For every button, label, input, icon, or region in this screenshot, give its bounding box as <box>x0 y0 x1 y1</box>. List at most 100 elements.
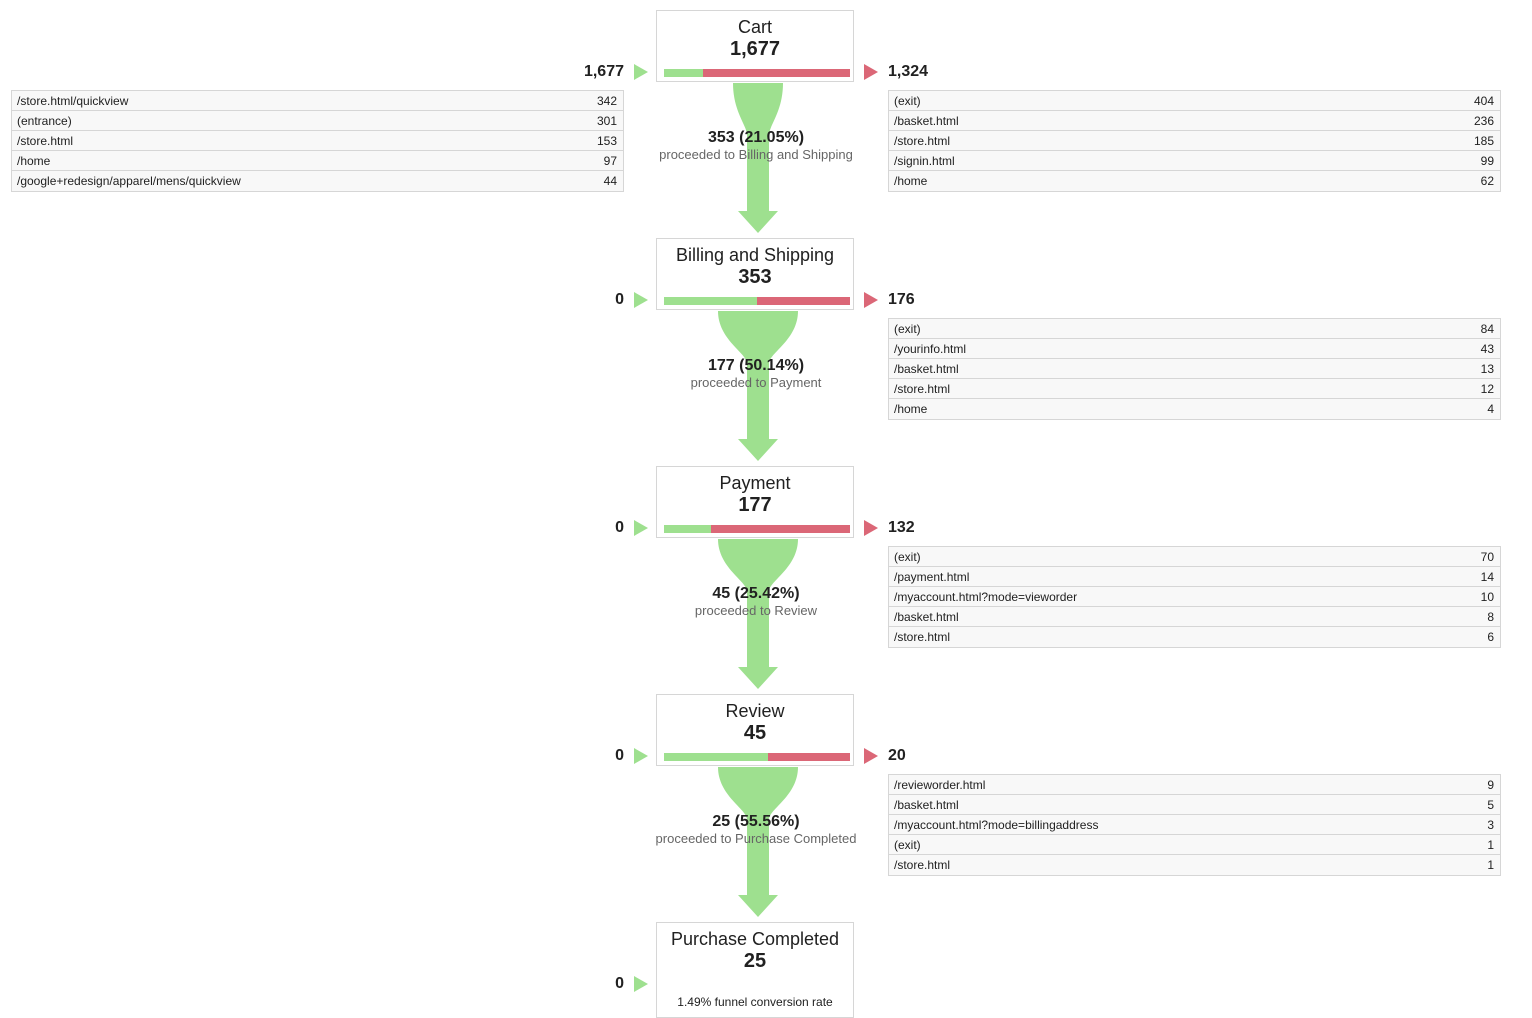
page-path: /home <box>17 153 51 168</box>
page-path: /store.html <box>894 630 951 644</box>
funnel-arrow-shape <box>733 83 783 233</box>
page-count: 3 <box>1487 817 1494 832</box>
page-path: /signin.html <box>894 153 955 168</box>
page-count: 1 <box>1487 858 1494 872</box>
table-row[interactable]: /myaccount.html?mode=billingaddress 3 <box>889 815 1500 835</box>
page-path: (entrance) <box>17 113 72 128</box>
funnel-arrow-svg <box>718 539 798 689</box>
exits-count: 1,324 <box>888 63 929 80</box>
table-row[interactable]: (exit)404 <box>889 91 1500 111</box>
funnel-arrow <box>718 539 798 689</box>
page-path: /myaccount.html?mode=vieworder <box>894 589 1078 604</box>
page-path: /myaccount.html?mode=billingaddress <box>894 817 1099 832</box>
funnel-arrow-shape <box>718 311 798 461</box>
page-count: 13 <box>1480 361 1494 376</box>
stage-name: Cart <box>737 17 772 37</box>
stage-name: Payment <box>719 473 791 493</box>
entrance-arrow-icon <box>634 292 648 308</box>
stage-progress-fill <box>664 525 711 533</box>
page-count: 185 <box>1473 133 1494 148</box>
funnel-conversion-rate: 1.49% funnel conversion rate <box>677 995 833 1009</box>
exits-count: 20 <box>888 747 906 764</box>
proceeded-summary: 177 (50.14%)proceeded to Payment <box>606 357 906 391</box>
entrance-arrow-icon <box>634 520 648 536</box>
funnel-arrow-svg <box>718 767 798 917</box>
page-count: 6 <box>1487 630 1494 644</box>
table-row[interactable]: (exit) 84 <box>889 319 1500 339</box>
stage-progress-bar <box>664 297 850 305</box>
page-count: 236 <box>1473 113 1494 128</box>
table-row[interactable]: /myaccount.html?mode=vieworder 10 <box>889 587 1500 607</box>
page-path: /home <box>894 174 928 188</box>
stage-name: Purchase Completed <box>670 929 840 949</box>
page-count: 99 <box>1480 153 1494 168</box>
proceeded-count: 25 (55.56%) <box>712 813 800 830</box>
funnel-arrow-svg <box>733 83 783 233</box>
table-row[interactable]: /basket.html 236 <box>889 111 1500 131</box>
exit-arrow-icon <box>864 292 878 308</box>
page-count: 84 <box>1480 321 1494 336</box>
page-count: 10 <box>1480 589 1494 604</box>
entrances-count: 0 <box>615 747 624 764</box>
table-row[interactable]: (exit)70 <box>889 547 1500 567</box>
page-count: 97 <box>603 153 617 168</box>
page-count: 43 <box>1480 341 1494 356</box>
page-path: /yourinfo.html <box>894 341 967 356</box>
table-row[interactable]: /google+redesign/apparel/mens/quickview 4… <box>12 171 623 191</box>
page-count: 5 <box>1487 797 1494 812</box>
table-row[interactable]: /home 97 <box>12 151 623 171</box>
page-path: /store.html <box>17 133 74 148</box>
page-count: 9 <box>1487 777 1494 792</box>
exit-arrow-icon <box>864 64 878 80</box>
proceeded-count: 45 (25.42%) <box>712 585 800 602</box>
page-count: 4 <box>1487 402 1494 416</box>
proceeded-label: proceeded to Payment <box>690 375 822 390</box>
page-path: /google+redesign/apparel/mens/quickview <box>17 174 241 188</box>
stage-count: 25 <box>743 950 767 972</box>
entrances-count: 0 <box>615 519 624 536</box>
table-row[interactable]: /signin.html 99 <box>889 151 1500 171</box>
page-count: 44 <box>603 174 617 188</box>
funnel-arrow <box>718 311 798 461</box>
stage-progress-fill <box>664 297 757 305</box>
stage-count: 1,677 <box>729 38 781 60</box>
table-row[interactable]: /store.html 6 <box>889 627 1500 647</box>
table-row[interactable]: /yourinfo.html 43 <box>889 339 1500 359</box>
page-count: 14 <box>1480 569 1494 584</box>
page-path: /basket.html <box>894 113 959 128</box>
page-path: (exit) <box>894 321 921 336</box>
proceeded-label: proceeded to Review <box>694 603 818 618</box>
entrance-arrow-icon <box>634 64 648 80</box>
stage-progress-fill <box>664 69 704 77</box>
table-row[interactable]: (entrance) 301 <box>12 111 623 131</box>
entrance-arrow-icon <box>634 976 648 992</box>
page-count: 301 <box>596 113 617 128</box>
table-row[interactable]: (exit) 1 <box>889 835 1500 855</box>
page-count: 404 <box>1473 93 1494 108</box>
entrances-count: 0 <box>615 975 624 992</box>
page-count: 1 <box>1487 837 1494 852</box>
page-path: (exit) <box>894 837 921 852</box>
proceeded-count: 353 (21.05%) <box>707 129 805 146</box>
